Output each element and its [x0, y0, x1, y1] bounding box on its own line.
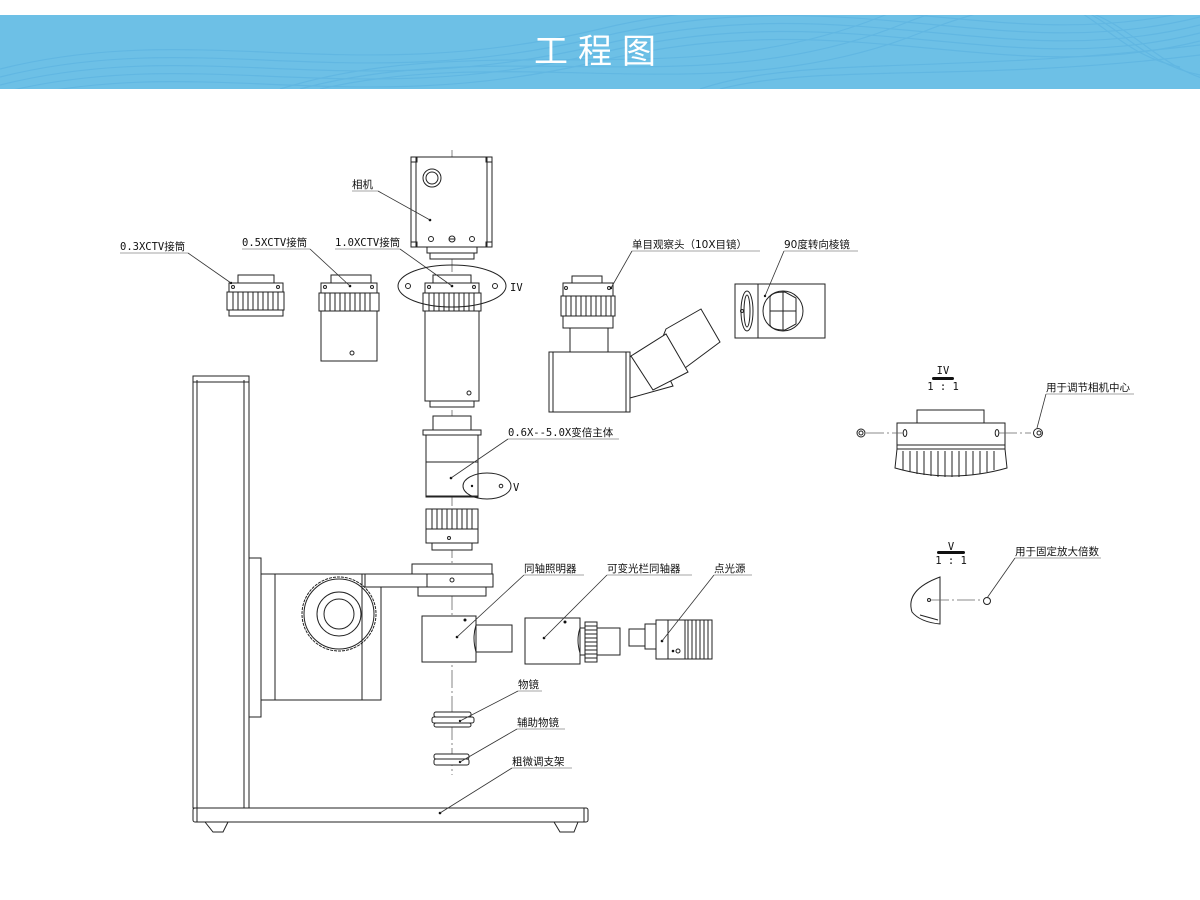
label-prism-90: 90度转向棱镜: [784, 238, 850, 251]
label-adapter-03x: 0.3XCTV接筒: [120, 240, 185, 253]
detail-v-ellipse: [462, 472, 512, 500]
label-objective: 物镜: [518, 678, 539, 691]
point-light-source-part: [628, 619, 713, 660]
detail-iv-scale: 1 : 1: [927, 381, 959, 393]
page-title: 工程图: [534, 32, 666, 72]
stand-part: [192, 375, 589, 833]
detail-iv-note: 用于调节相机中心: [1046, 381, 1130, 394]
detail-v-id: V: [948, 541, 955, 553]
zoom-body-part: [422, 415, 482, 551]
label-camera: 相机: [352, 178, 373, 191]
label-zoom-body: 0.6X--5.0X变倍主体: [508, 426, 614, 439]
detail-marker-iv: IV: [510, 282, 523, 294]
detail-iv-id: IV: [937, 365, 950, 377]
camera-part: [410, 156, 493, 260]
label-coaxial-illuminator: 同轴照明器: [524, 562, 577, 575]
adapter-10x-part: [422, 274, 482, 408]
detail-marker-v: V: [513, 482, 520, 494]
label-point-light-source: 点光源: [714, 562, 746, 575]
variable-aperture-coaxial-part: [524, 617, 621, 665]
label-variable-aperture-coaxial: 可变光栏同轴器: [607, 562, 681, 575]
label-adapter-05x: 0.5XCTV接筒: [242, 236, 307, 249]
objective-part: [431, 711, 475, 728]
adapter-05x-part: [318, 274, 380, 362]
detail-v-scale: 1 : 1: [935, 555, 967, 567]
label-monocular-head: 单目观察头（10X目镜）: [632, 238, 747, 251]
detail-view-iv: IV 1 : 1: [856, 365, 1043, 477]
monocular-head-part: [548, 275, 721, 413]
detail-iv-ellipse: [397, 264, 507, 308]
label-adapter-10x: 1.0XCTV接筒: [335, 236, 400, 249]
detail-view-v: V 1 : 1: [910, 541, 991, 625]
wave-pattern: [0, 15, 1200, 89]
adapter-03x-part: [226, 274, 285, 317]
header-banner: 工程图: [0, 15, 1200, 89]
label-coarse-fine-stand: 粗微调支架: [512, 755, 565, 768]
detail-v-note: 用于固定放大倍数: [1015, 545, 1099, 558]
prism-90-part: [734, 283, 826, 339]
coaxial-illuminator-part: [421, 615, 513, 663]
label-auxiliary-objective: 辅助物镜: [517, 716, 559, 729]
auxiliary-objective-part: [433, 753, 470, 766]
